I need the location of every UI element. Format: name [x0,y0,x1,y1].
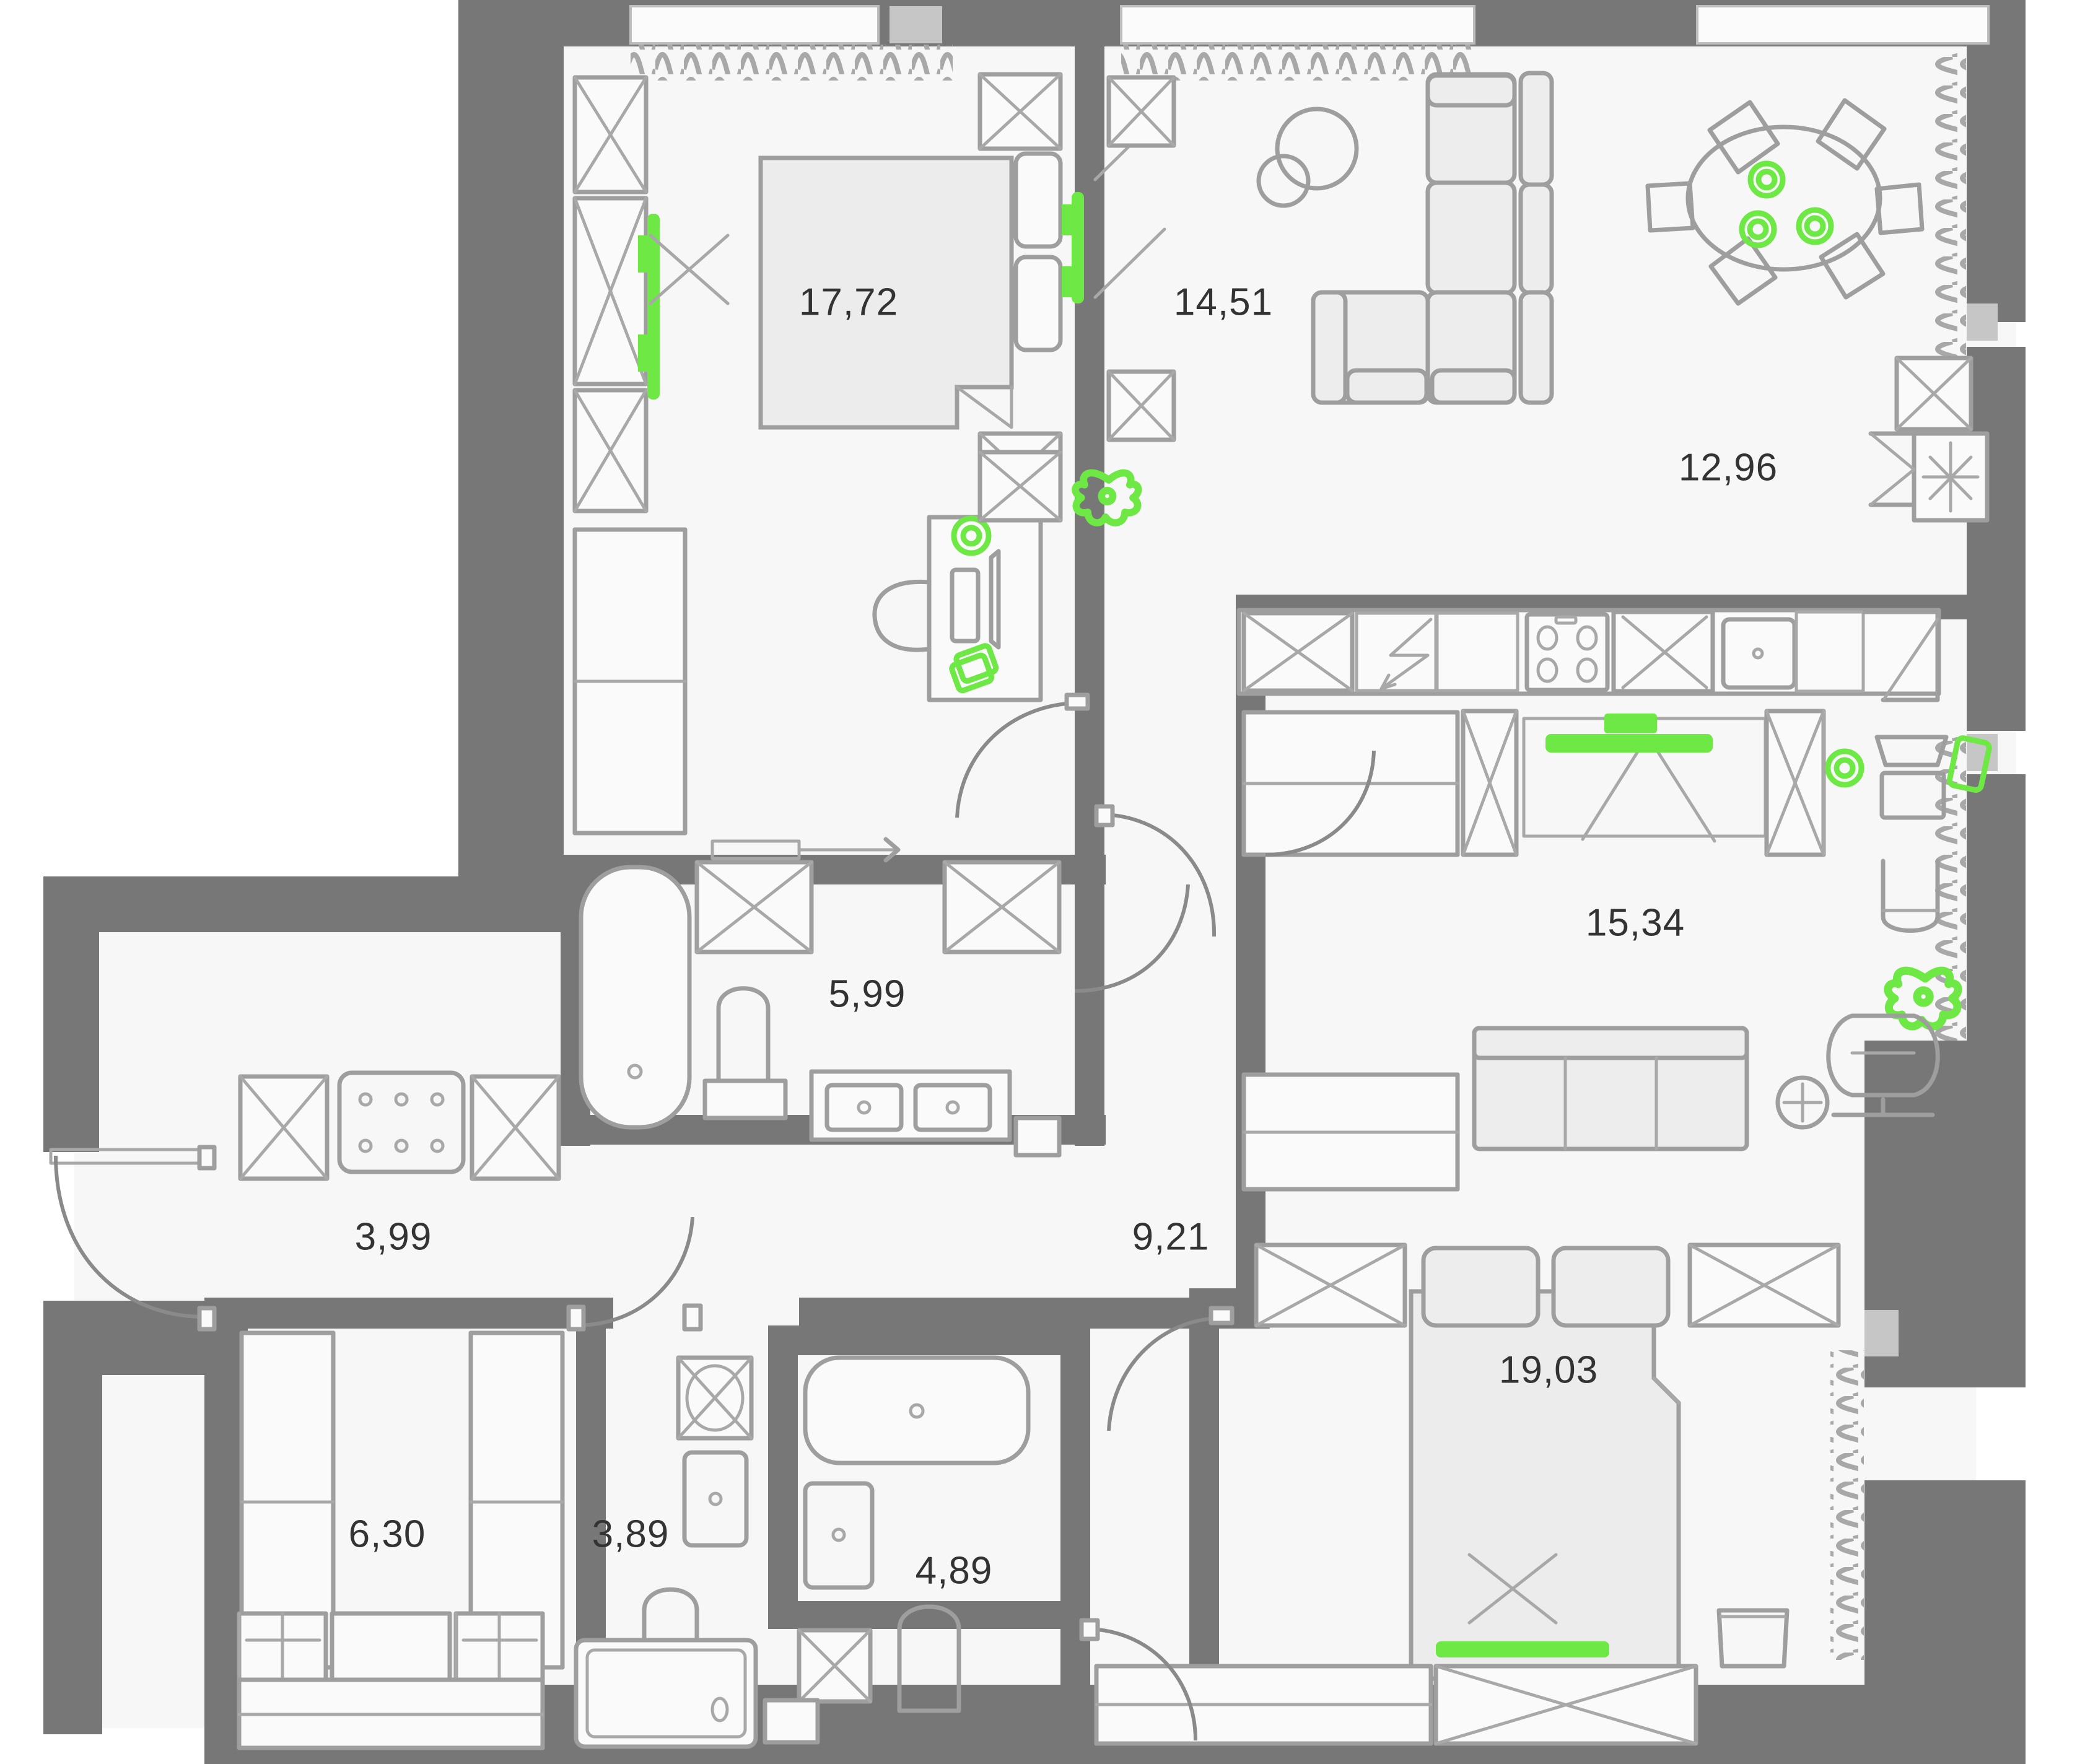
door-swings[interactable] [566,692,1376,1741]
area-label-living-dining: 12,96 [1678,446,1778,489]
furniture-bedroom-third [1094,1242,1841,1746]
dining-set [1645,98,1925,306]
area-label-bathroom-guest: 4,89 [915,1549,993,1592]
area-label-entrance-hall: 3,99 [354,1215,432,1259]
area-label-bedroom-third: 19,03 [1498,1348,1599,1392]
furniture-bedroom-master [572,72,1166,836]
furniture-bedroom-second [1106,75,1176,442]
area-label-kitchen-living: 15,34 [1585,901,1685,945]
furniture-wardrobe-room [237,1330,565,1750]
radiator-top [631,45,1474,81]
furniture-bathroom-guest [574,1355,1031,1749]
fridge-icon [1912,431,1990,523]
plant-icon-bedroom [1072,469,1142,526]
area-label-wc-guest: 3,89 [592,1513,670,1556]
area-label-bedroom-master: 17,72 [798,281,899,324]
area-label-bedroom-second: 14,51 [1173,281,1274,324]
area-label-hall-corridor: 9,21 [1132,1215,1210,1259]
furniture-bathroom-master [579,837,1062,1158]
furniture-entrance [49,1070,561,1332]
area-label-wardrobe-room: 6,30 [348,1513,426,1556]
area-label-bathroom-master: 5,99 [828,972,906,1016]
workstation [1825,735,1992,933]
furniture-kitchen [1236,608,1992,1192]
wardrobe-left [572,75,688,836]
furniture-living-room [1256,71,1990,523]
window-openings-top [629,5,1990,45]
furniture-desk [872,450,1063,702]
